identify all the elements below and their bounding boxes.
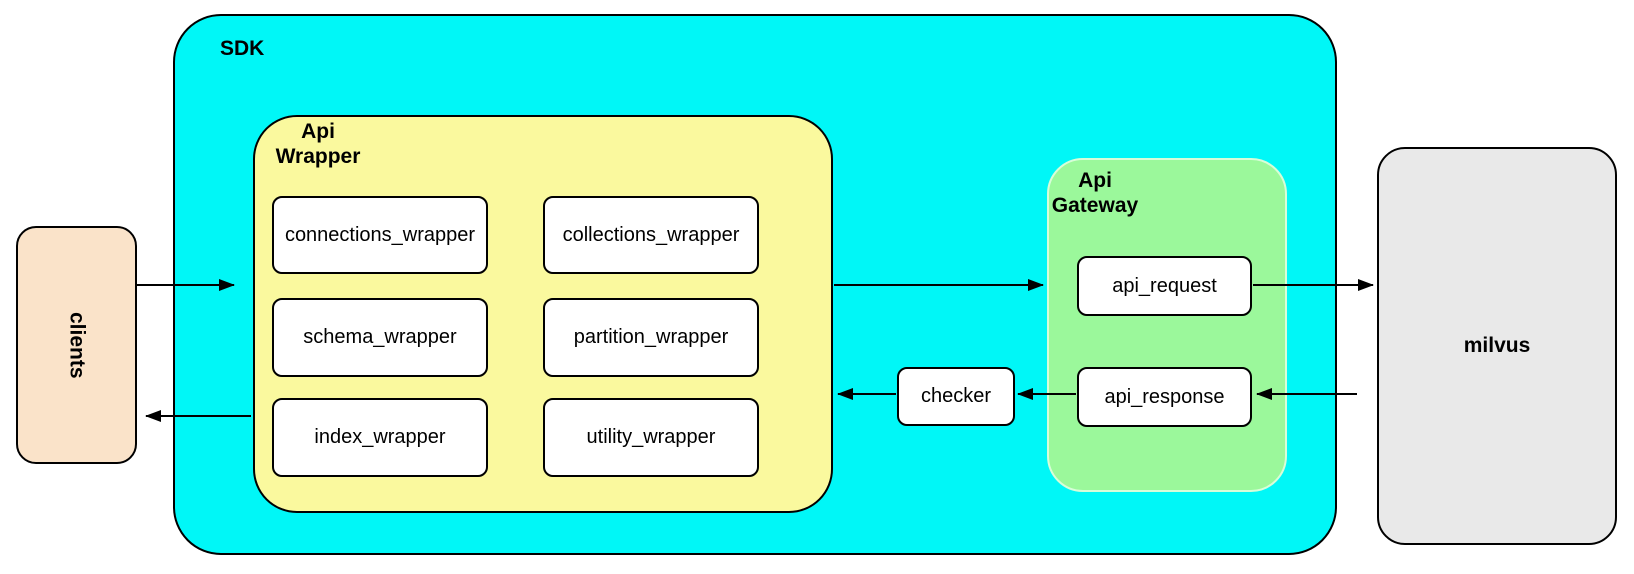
api-gateway-label: Api Gateway [1051, 169, 1139, 217]
api-response-node: api_response [1077, 367, 1252, 427]
connections-wrapper-node: connections_wrapper [272, 196, 488, 274]
index-wrapper-node: index_wrapper [272, 398, 488, 477]
utility-wrapper-node: utility_wrapper [543, 398, 759, 477]
schema-wrapper-node: schema_wrapper [272, 298, 488, 377]
milvus-node: milvus [1377, 147, 1617, 545]
clients-node: clients [16, 226, 137, 464]
api-request-node: api_request [1077, 256, 1252, 316]
api-wrapper-label: Api Wrapper [275, 120, 361, 168]
collections-wrapper-node: collections_wrapper [543, 196, 759, 274]
clients-label: clients [65, 311, 89, 379]
api-gateway-container [1047, 158, 1287, 492]
partition-wrapper-node: partition_wrapper [543, 298, 759, 377]
sdk-label: SDK [220, 37, 265, 60]
checker-node: checker [897, 367, 1015, 426]
